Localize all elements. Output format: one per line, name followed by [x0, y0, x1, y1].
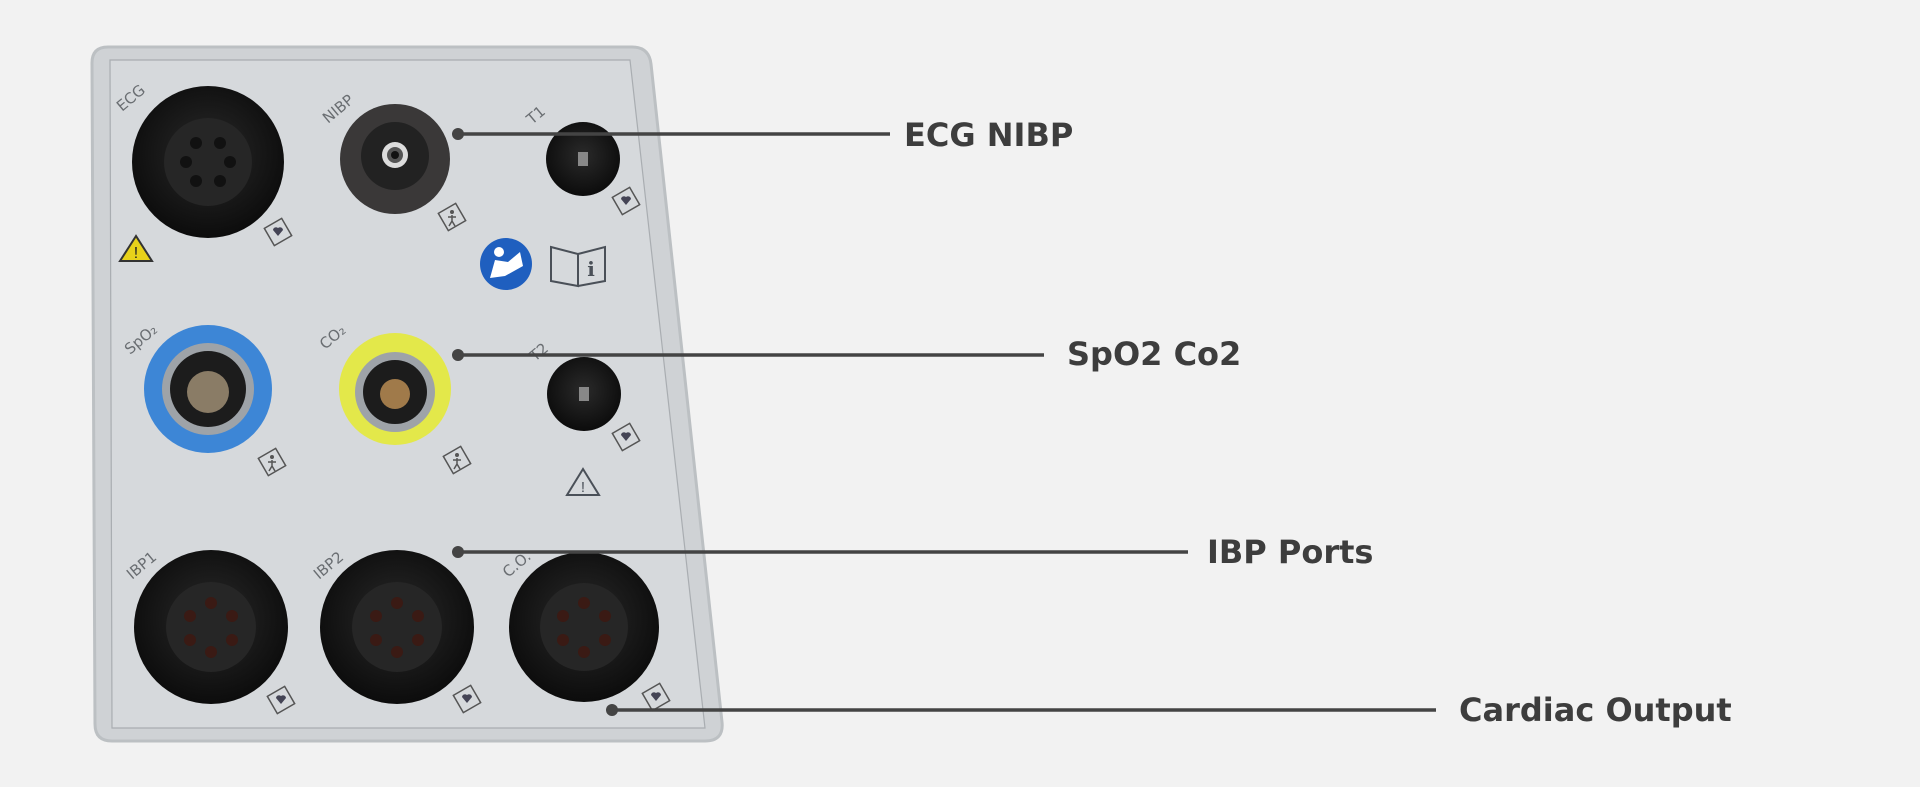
callout-line-ibp-ports — [452, 546, 1188, 558]
read-manual-icon — [480, 238, 532, 290]
nibp-port[interactable] — [340, 104, 450, 214]
t2-port[interactable] — [547, 357, 621, 431]
co2-port[interactable] — [339, 333, 451, 445]
callout-label-cardiac-output: Cardiac Output — [1459, 691, 1732, 729]
callout-label-spo2-co2: SpO2 Co2 — [1067, 335, 1242, 373]
callout-label-ibp-ports: IBP Ports — [1207, 533, 1374, 571]
callout-line-ecg-nibp — [452, 128, 890, 140]
svg-text:i: i — [587, 257, 595, 281]
manual-info-icon: i — [550, 245, 606, 288]
callout-line-cardiac-output — [606, 704, 1436, 716]
svg-text:!: ! — [134, 245, 138, 262]
caution-icon: ! — [565, 467, 601, 496]
callout-line-spo2-co2 — [452, 349, 1044, 361]
cardiac-output-port[interactable] — [509, 552, 659, 702]
ibp1-port[interactable] — [134, 550, 288, 704]
spo2-port[interactable] — [144, 325, 272, 453]
ecg-port[interactable] — [132, 86, 284, 238]
ibp2-port[interactable] — [320, 550, 474, 704]
t1-port[interactable] — [546, 122, 620, 196]
svg-text:!: ! — [581, 479, 585, 496]
warning-icon: ! — [118, 234, 154, 262]
callout-label-ecg-nibp: ECG NIBP — [904, 116, 1074, 154]
